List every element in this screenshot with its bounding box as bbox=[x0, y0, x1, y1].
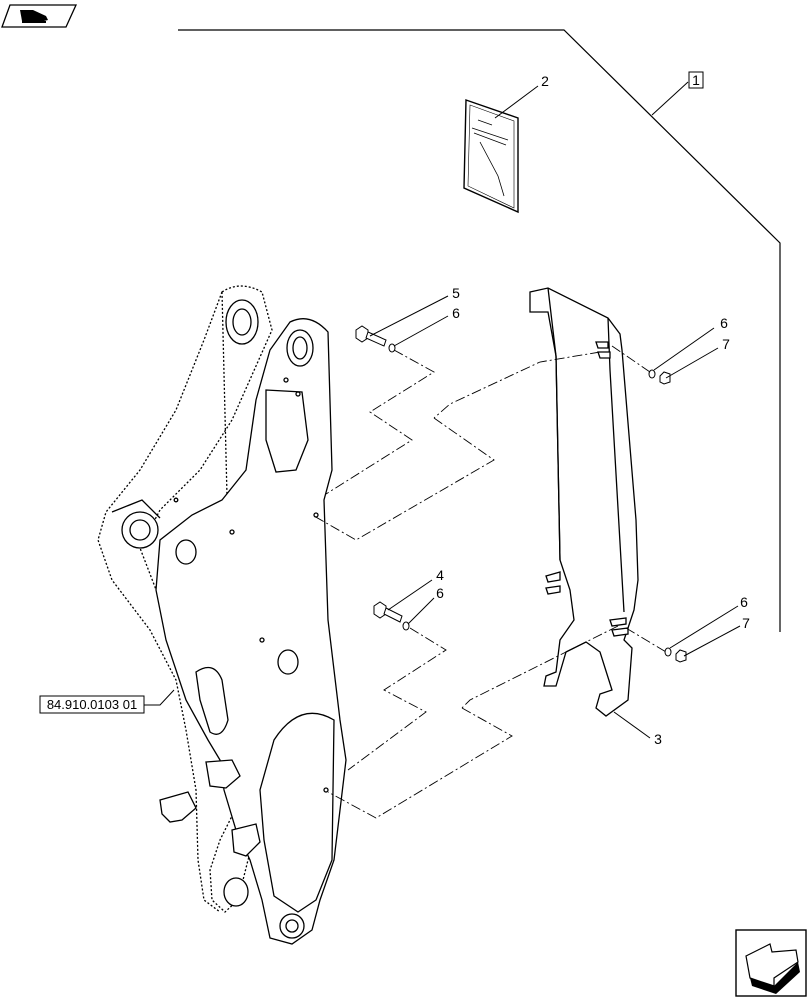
leader-ref bbox=[144, 689, 175, 706]
leader-1 bbox=[651, 81, 689, 116]
callout-6b: 6 bbox=[436, 585, 444, 601]
nut-7-lower bbox=[675, 649, 687, 663]
next-page-arrow-icon[interactable] bbox=[735, 929, 807, 997]
callout-1: 1 bbox=[692, 72, 700, 88]
washer-6-top bbox=[388, 343, 396, 353]
callout-2: 2 bbox=[541, 73, 549, 89]
callout-7b: 7 bbox=[742, 615, 750, 631]
callout-5: 5 bbox=[452, 285, 460, 301]
callout-6c: 6 bbox=[720, 315, 728, 331]
bolt-5 bbox=[355, 325, 387, 347]
callout-7a: 7 bbox=[722, 336, 730, 352]
hand-pointing-icon[interactable] bbox=[1, 4, 78, 28]
washer-6-lower bbox=[402, 621, 410, 631]
nut-7-top bbox=[659, 371, 671, 385]
callout-4: 4 bbox=[436, 567, 444, 583]
callout-6a: 6 bbox=[452, 305, 460, 321]
guard-bracket bbox=[529, 287, 639, 717]
manual-booklet bbox=[463, 99, 519, 214]
callout-1-box bbox=[688, 71, 704, 89]
callout-6d: 6 bbox=[740, 594, 748, 610]
washer-6-right-top bbox=[648, 369, 656, 379]
leaders bbox=[369, 295, 741, 657]
assembly-guides bbox=[313, 345, 667, 819]
leader-2 bbox=[494, 85, 539, 119]
bolt-4 bbox=[373, 601, 403, 623]
leader-3 bbox=[613, 711, 651, 739]
washer-6-right-lower bbox=[664, 647, 672, 657]
group-boundary-line bbox=[178, 29, 781, 632]
loader-arm bbox=[97, 285, 347, 945]
reference-number[interactable]: 84.910.0103 01 bbox=[47, 697, 137, 712]
callout-3: 3 bbox=[654, 731, 662, 747]
